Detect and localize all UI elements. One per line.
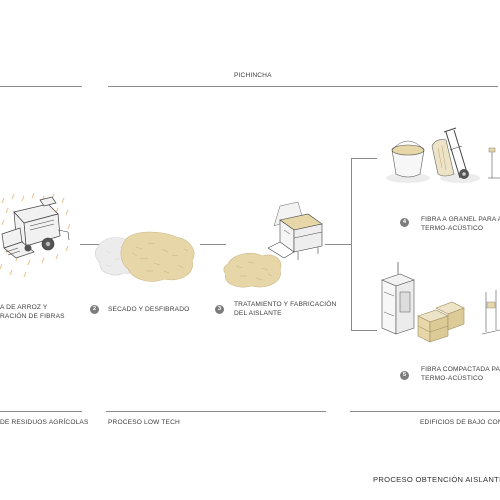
- step-2-label: SECADO Y DESFIBRADO: [108, 306, 190, 313]
- region-label: PICHINCHA: [234, 72, 272, 79]
- fiber-pile-illustration: [94, 231, 195, 282]
- branch-line: [351, 158, 377, 159]
- header-rule: [0, 86, 82, 87]
- step-4-badge: 4: [400, 218, 409, 227]
- connector-line: [200, 244, 226, 245]
- diagram-caption: PROCESO OBTENCIÓN AISLANTE T: [373, 475, 500, 484]
- step-5-badge: 5: [400, 371, 409, 380]
- compacted-fiber-illustration: [381, 262, 500, 343]
- step-4-label-line2: TERMO-ACÚSTICO: [421, 225, 484, 232]
- treatment-machine-illustration: [223, 201, 323, 288]
- footer-rule: [0, 411, 82, 412]
- bulk-fiber-illustration: [386, 127, 500, 183]
- footer-category-1: DE RESIDUOS AGRÍCOLAS: [0, 419, 89, 426]
- footer-rule: [350, 411, 500, 412]
- step-5-label-line1: FIBRA COMPACTADA PARA: [421, 366, 500, 373]
- connector-line: [80, 244, 106, 245]
- step-4-label-line1: FIBRA A GRANEL PARA AIS: [421, 216, 500, 223]
- branch-line: [351, 158, 352, 330]
- header-rule: [108, 86, 498, 87]
- connector-line: [325, 244, 351, 245]
- footer-category-3: EDIFICIOS DE BAJO CONSU: [420, 419, 500, 426]
- footer-rule: [106, 411, 326, 412]
- step-3-label-line2: DEL AISLANTE: [234, 310, 282, 317]
- branch-line: [351, 330, 377, 331]
- step-1-label-line2: RACIÓN DE FIBRAS: [0, 313, 65, 320]
- harvester-illustration: [0, 192, 71, 278]
- step-2-badge: 2: [90, 305, 99, 314]
- step-1-label-line1: A DE ARROZ Y: [0, 304, 48, 311]
- footer-category-2: PROCESO LOW TECH: [108, 419, 180, 426]
- step-5-label-line2: TERMO-ACÚSTICO: [421, 375, 484, 382]
- step-3-label-line1: TRATAMIENTO Y FABRICACIÓN: [234, 301, 337, 308]
- step-3-badge: 3: [215, 305, 224, 314]
